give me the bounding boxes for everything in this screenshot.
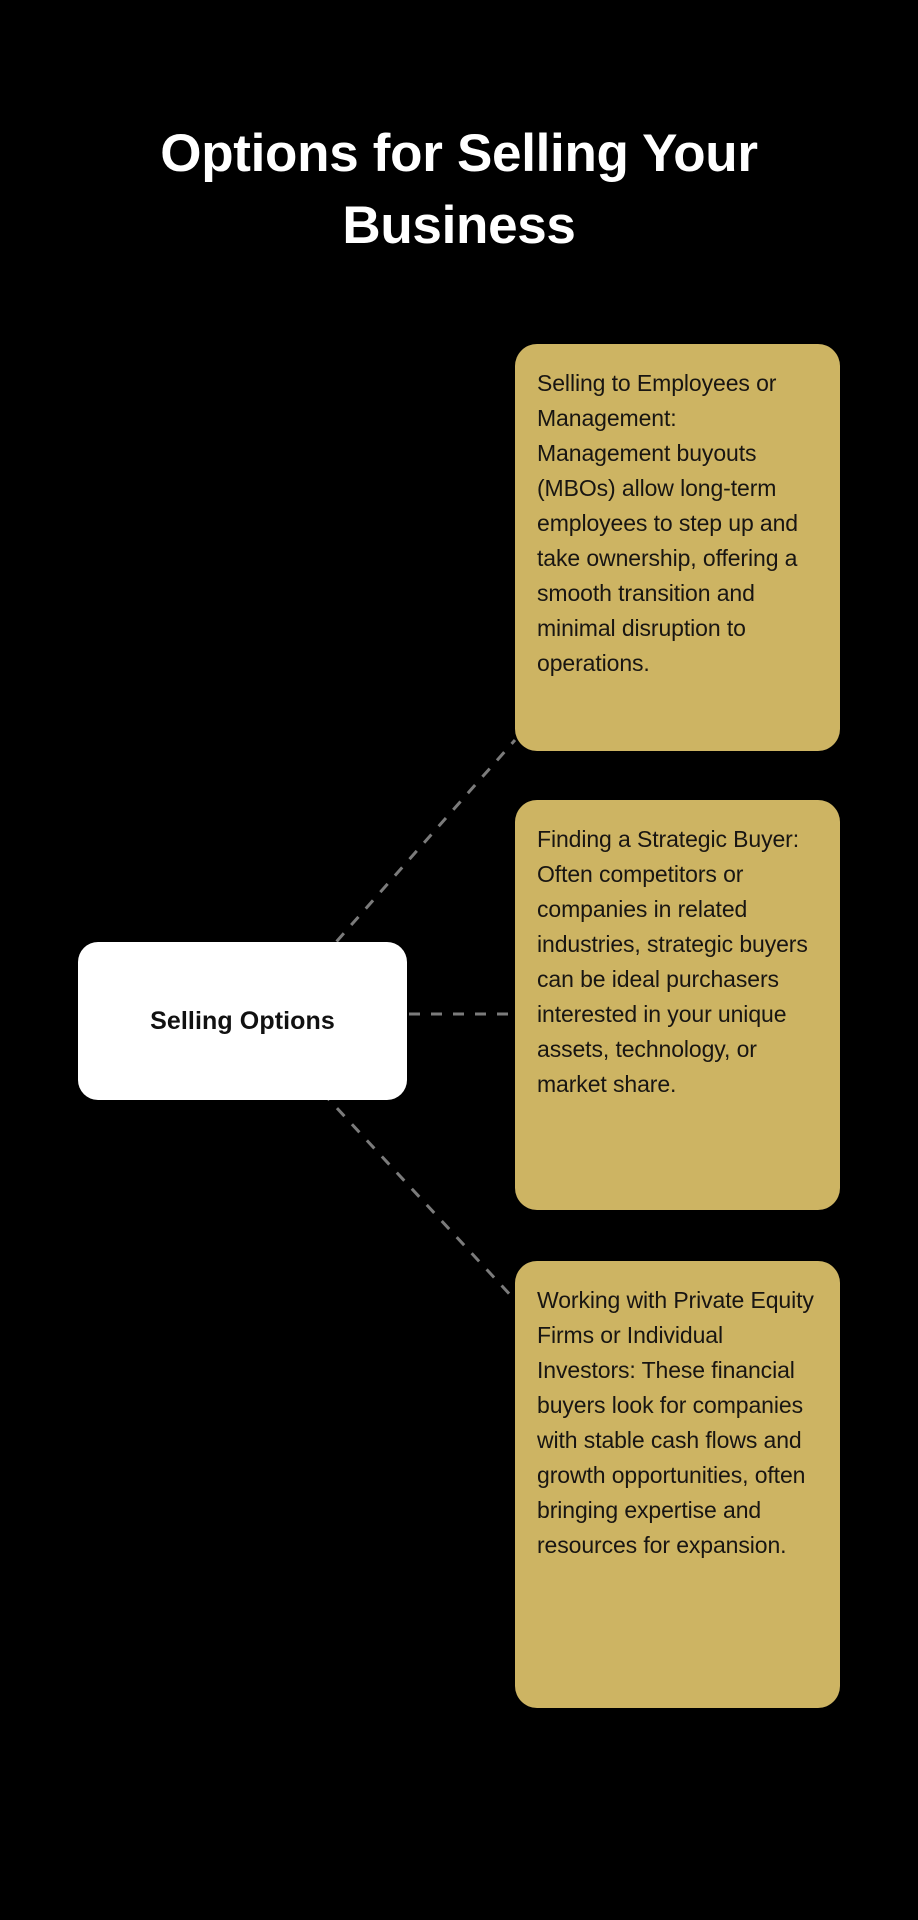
root-node-selling-options[interactable]: Selling Options [78, 942, 407, 1100]
branch-card-text: Finding a Strategic Buyer: Often competi… [537, 826, 808, 1097]
branch-card-employees-management[interactable]: Selling to Employees or Management: Mana… [515, 344, 840, 751]
branch-card-strategic-buyer[interactable]: Finding a Strategic Buyer: Often competi… [515, 800, 840, 1210]
page-title: Options for Selling Your Business [160, 123, 758, 255]
connector-root-to-branch-1 [320, 739, 517, 959]
connector-root-to-branch-3 [320, 1090, 517, 1302]
branch-card-private-equity[interactable]: Working with Private Equity Firms or Ind… [515, 1261, 840, 1708]
branch-card-text: Working with Private Equity Firms or Ind… [537, 1287, 814, 1558]
root-node-label: Selling Options [150, 1007, 335, 1035]
branch-card-text: Selling to Employees or Management: Mana… [537, 370, 798, 676]
